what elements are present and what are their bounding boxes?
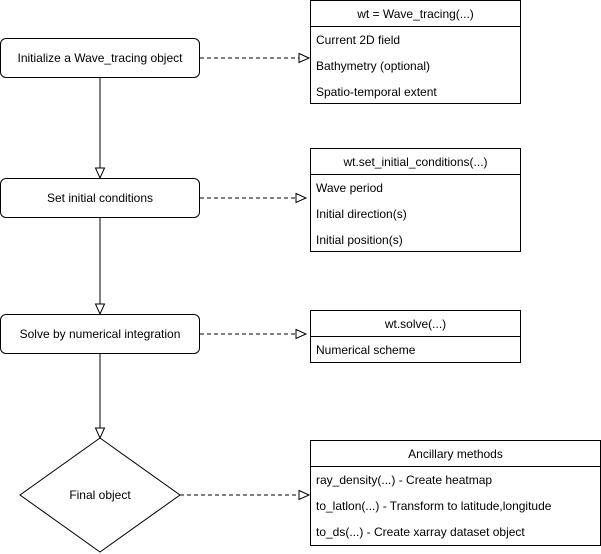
- dashed-arrow-final-to-ancillary: [180, 489, 311, 501]
- dashed-arrow-init-to-wave-tracing: [200, 52, 311, 64]
- wave-tracing-item: Bathymetry (optional): [316, 59, 431, 73]
- flow-arrow-set-to-solve: [94, 218, 106, 316]
- initial-conditions-item: Initial direction(s): [316, 207, 407, 221]
- ancillary-methods-box: Ancillary methods ray_density(...) - Cre…: [310, 440, 601, 546]
- flow-arrow-init-to-set: [94, 78, 106, 180]
- wave-tracing-item: Spatio-temporal extent: [316, 85, 437, 99]
- ancillary-method-item: to_latlon(...) - Transform to latitude,l…: [316, 499, 552, 513]
- ancillary-method-item: to_ds(...) - Create xarray dataset objec…: [316, 525, 525, 539]
- final-object-label-wrap: Final object: [20, 475, 180, 515]
- init-step: Initialize a Wave_tracing object: [0, 38, 200, 78]
- dashed-arrow-set-to-initial-conditions: [200, 192, 308, 204]
- flow-arrow-solve-to-final: [94, 354, 106, 440]
- wave-tracing-box: wt = Wave_tracing(...) Current 2D field …: [310, 0, 521, 104]
- set-initial-conditions-step: Set initial conditions: [0, 178, 200, 218]
- ancillary-methods-box-header: Ancillary methods: [311, 441, 600, 467]
- ancillary-method-item: ray_density(...) - Create heatmap: [316, 473, 493, 487]
- init-step-label: Initialize a Wave_tracing object: [17, 51, 183, 65]
- set-initial-conditions-step-label: Set initial conditions: [46, 191, 154, 205]
- wave-tracing-box-header: wt = Wave_tracing(...): [311, 1, 520, 27]
- initial-conditions-box-header: wt.set_initial_conditions(...): [311, 149, 520, 175]
- dashed-arrow-solve-to-solve-box: [200, 328, 308, 340]
- initial-conditions-item: Initial position(s): [316, 233, 403, 247]
- wave-tracing-item: Current 2D field: [316, 33, 401, 47]
- initial-conditions-item: Wave period: [316, 181, 383, 195]
- final-object-diamond: [19, 437, 181, 553]
- final-object-label: Final object: [69, 488, 131, 502]
- solve-box: wt.solve(...) Numerical scheme: [310, 310, 521, 363]
- solve-step-label: Solve by numerical integration: [19, 327, 181, 341]
- solve-box-header: wt.solve(...): [311, 311, 520, 337]
- solve-item: Numerical scheme: [316, 343, 416, 357]
- solve-step: Solve by numerical integration: [0, 314, 200, 354]
- initial-conditions-box: wt.set_initial_conditions(...) Wave peri…: [310, 148, 521, 252]
